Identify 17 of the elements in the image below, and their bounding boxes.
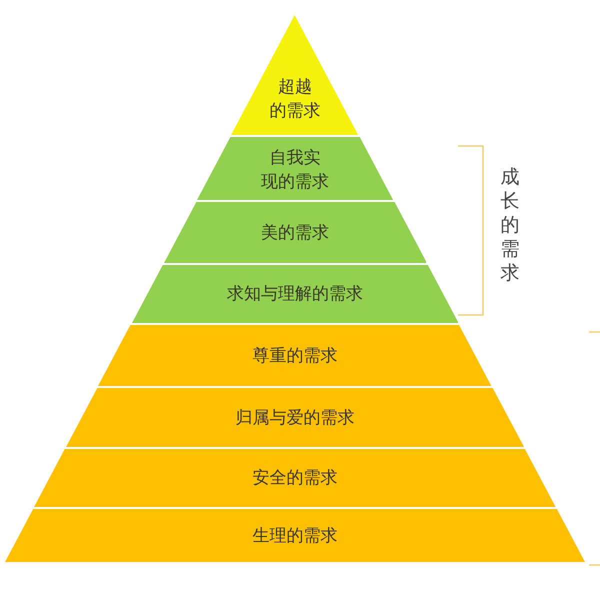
tier-label: 美的需求 bbox=[260, 222, 329, 242]
side-label: 成长的需求 bbox=[500, 166, 520, 286]
pyramid-tier bbox=[164, 202, 426, 263]
tier-label: 尊重的需求 bbox=[252, 346, 338, 364]
tier-label: 安全的需求 bbox=[252, 468, 338, 487]
pyramid-tier bbox=[98, 325, 492, 386]
tier-label: 超越的需求 bbox=[269, 77, 320, 120]
pyramid-tier bbox=[231, 15, 359, 135]
pyramid-tier bbox=[34, 449, 556, 507]
tier-label: 归属与爱的需求 bbox=[235, 408, 354, 426]
pyramid-tier bbox=[5, 509, 585, 562]
pyramid-tier bbox=[196, 137, 394, 200]
pyramid-tier bbox=[66, 388, 524, 447]
tier-label: 生理的需求 bbox=[252, 526, 338, 544]
pyramid-tier bbox=[132, 265, 458, 323]
tier-label: 求知与理解的需求 bbox=[226, 284, 363, 303]
tier-label: 自我实现的需求 bbox=[260, 148, 329, 191]
